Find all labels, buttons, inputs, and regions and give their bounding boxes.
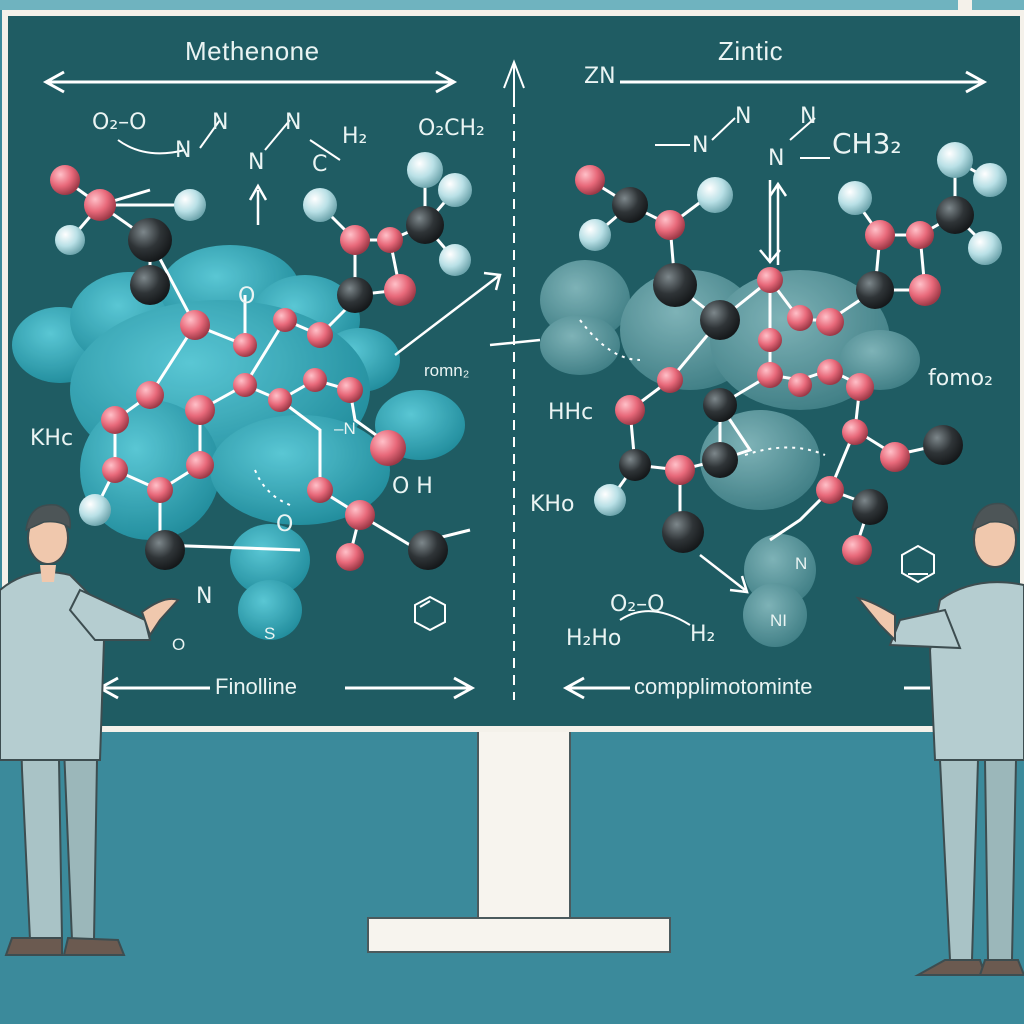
- top-strip: [0, 0, 1024, 10]
- right-label-ch3: CH3₂: [832, 127, 902, 160]
- left-label-o2ch2: O₂CH₂: [418, 116, 485, 141]
- right-protein-surface: [540, 260, 920, 647]
- left-label-s-bottom: S: [264, 624, 276, 643]
- left-label-n1: N: [175, 138, 192, 163]
- pointer-arrows: [248, 180, 788, 594]
- left-label-c: C: [312, 152, 328, 177]
- left-panel-title: Methenone: [185, 36, 320, 66]
- right-label-kho: KHo: [530, 492, 575, 517]
- right-label-n-small: N: [795, 554, 808, 573]
- right-label-fomo2: fomo₂: [928, 366, 993, 391]
- left-atoms: [50, 152, 472, 571]
- center-arrow-label: romn₂: [424, 361, 470, 380]
- left-panel-caption: Finolline: [215, 674, 297, 699]
- right-panel-title: Zintic: [718, 36, 784, 66]
- hbond-lines: [254, 319, 826, 506]
- left-caption-arrow: [96, 676, 476, 700]
- right-label-n2: N: [735, 104, 752, 129]
- left-label-khc: KHc: [30, 426, 74, 451]
- right-panel-caption: compplimotominte: [634, 674, 813, 699]
- right-caption-arrow: [562, 676, 930, 700]
- formula-sketch-right: [619, 117, 830, 626]
- left-label-ring-o: O: [238, 284, 256, 309]
- right-benzene-icon: [901, 544, 935, 584]
- right-title-arrow: [620, 70, 988, 94]
- divider-arrow-head: [503, 59, 525, 89]
- stand-base: [367, 917, 671, 953]
- left-label-o-bottom: O: [172, 635, 186, 654]
- left-label-n4: N: [285, 110, 302, 135]
- right-label-h2: H₂: [690, 622, 716, 647]
- left-label-oh: O H: [392, 474, 433, 499]
- left-label-o2o: O₂–O: [92, 110, 147, 135]
- left-label-n-bottom: N: [196, 584, 213, 609]
- left-label-v-n: –N: [334, 419, 356, 438]
- left-benzene-icon: [414, 595, 446, 632]
- right-atoms: [575, 142, 1007, 565]
- stand-column: [477, 729, 571, 931]
- right-label-zn: ZN: [584, 64, 616, 89]
- right-label-n3: N: [768, 146, 785, 171]
- left-label-n3: N: [248, 150, 265, 175]
- left-label-ring-o2: O: [276, 512, 294, 537]
- left-presenter: [0, 503, 180, 956]
- right-label-n1: N: [692, 133, 709, 158]
- formula-sketch-left: [117, 119, 341, 161]
- right-presenter: [855, 502, 1024, 976]
- left-title-arrow: [42, 70, 458, 94]
- left-label-n2: N: [212, 110, 229, 135]
- right-label-ni: NI: [770, 611, 787, 630]
- left-label-h2: H₂: [342, 124, 368, 149]
- top-strip-right: [958, 0, 972, 10]
- right-label-h2ho: H₂Ho: [566, 626, 622, 651]
- right-label-hhc: HHc: [548, 400, 594, 425]
- right-label-n4: N: [800, 104, 817, 129]
- right-label-o2o: O₂–O: [610, 592, 665, 617]
